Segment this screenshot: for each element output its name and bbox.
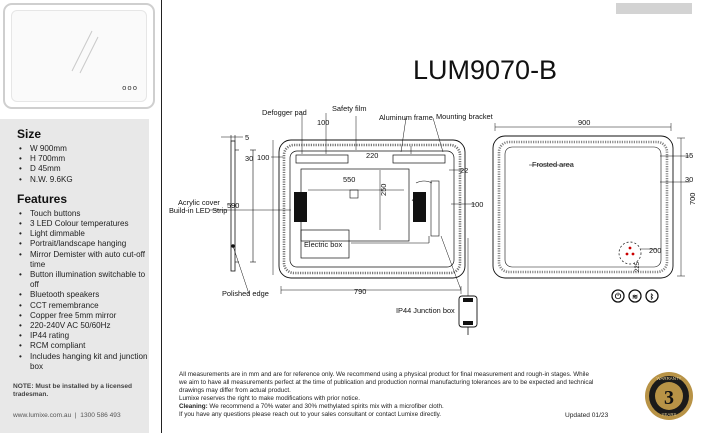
spec-item: D 45mm: [17, 164, 149, 174]
dim-700: 700: [688, 193, 697, 205]
spec-item: 220-240V AC 50/60Hz: [17, 321, 149, 331]
spec-item: Button illumination switchable to off: [17, 270, 149, 290]
spec-item: Mirror Demister with auto cut-off time: [17, 250, 149, 270]
disclaimer-rights: Lumixe reserves the right to make modifi…: [179, 395, 360, 403]
spec-item: 3 LED Colour temperatures: [17, 219, 149, 229]
dim-225: 225: [635, 261, 641, 272]
specs-panel: Size W 900mmH 700mmD 45mmN.W. 9.6KG Feat…: [0, 119, 149, 433]
dim-100-right: 100: [471, 200, 483, 209]
cleaning-line: Cleaning: We recommend a 70% water and 3…: [179, 403, 594, 411]
defog-icon: ≋: [632, 294, 638, 301]
label-mounting-bracket: Mounting bracket: [436, 112, 493, 121]
size-list: W 900mmH 700mmD 45mmN.W. 9.6KG: [17, 144, 149, 185]
spec-item: H 700mm: [17, 154, 149, 164]
spec-item: Bluetooth speakers: [17, 290, 149, 300]
label-junction-box: IP44 Junction box: [396, 306, 455, 315]
install-note: NOTE: Must be installed by a licensed tr…: [13, 383, 133, 399]
dim-590: 590: [227, 201, 239, 210]
disclaimer: All measurements are in mm and are for r…: [179, 371, 594, 420]
dim-22: 22: [460, 166, 468, 175]
touch-buttons-icon: ooo: [122, 84, 138, 92]
dim-100-top: 100: [317, 118, 329, 127]
warranty-seal-icon: 3 WARRANTY YEARS: [645, 372, 693, 420]
cleaning-label: Cleaning:: [179, 403, 208, 411]
spec-item: W 900mm: [17, 144, 149, 154]
spec-item: Touch buttons: [17, 209, 149, 219]
spec-item: N.W. 9.6KG: [17, 175, 149, 185]
touch-control-icons: ⏻ ≋ ᛒ: [611, 289, 659, 303]
label-aluminum-frame: Aluminum frame: [379, 113, 433, 122]
contact-line: If you have any questions please reach o…: [179, 411, 442, 419]
dim-900: 900: [578, 118, 590, 127]
label-electric-box: Electric box: [304, 240, 343, 249]
header-bar: [616, 3, 692, 14]
contact-footer: www.lumixe.com.au | 1300 586 493: [13, 412, 121, 419]
label-led-strip: Build-in LED Strip: [169, 206, 227, 215]
dim-250: 250: [379, 184, 388, 196]
dim-100-left: 100: [257, 153, 269, 162]
dim-30: 30: [245, 154, 253, 163]
warranty-top-text: WARRANTY: [657, 376, 682, 381]
junction-box-icon: [458, 295, 478, 335]
spec-item: Copper free 5mm mirror: [17, 311, 149, 321]
side-profile: [221, 135, 256, 295]
mirror-reflection-icon: [71, 30, 99, 74]
mirror-surface: ooo: [11, 10, 147, 102]
back-view: [492, 123, 690, 279]
label-acrylic-cover: Acrylic cover: [178, 198, 220, 207]
power-icon: ⏻: [615, 292, 622, 301]
disclaimer-main: All measurements are in mm and are for r…: [179, 371, 594, 395]
warranty-number: 3: [664, 387, 674, 409]
spec-item: RCM compliant: [17, 341, 149, 351]
spec-item: IP44 rating: [17, 331, 149, 341]
dim-15: 15: [685, 151, 693, 160]
front-view: [210, 113, 475, 296]
label-frosted-area: Frosted area: [532, 160, 575, 169]
label-safety-film: Safety film: [332, 104, 367, 113]
dim-550: 550: [343, 175, 355, 184]
spec-item: Portrait/landscape hanging: [17, 239, 149, 249]
technical-drawing: ⏻ ≋ ᛒ Defogger pad Safety film Aluminum …: [169, 104, 697, 335]
spec-item: CCT remembrance: [17, 301, 149, 311]
label-defogger: Defogger pad: [262, 108, 307, 117]
warranty-bottom-text: YEARS: [662, 412, 677, 417]
model-title: LUM9070-B: [413, 55, 558, 85]
label-polished-edge: Polished edge: [222, 289, 269, 298]
dim-790: 790: [354, 287, 366, 296]
dim-30-right: 30: [685, 175, 693, 184]
spec-item: Light dimmable: [17, 229, 149, 239]
features-list: Touch buttons3 LED Colour temperaturesLi…: [17, 209, 149, 372]
dim-200: 200: [649, 246, 661, 255]
spec-item: Includes hanging kit and junction box: [17, 352, 149, 372]
features-heading: Features: [17, 191, 68, 206]
dim-220: 220: [366, 151, 378, 160]
size-heading: Size: [17, 127, 42, 141]
product-thumbnail: ooo: [3, 3, 155, 109]
updated-date: Updated 01/23: [565, 412, 609, 419]
bluetooth-icon: ᛒ: [650, 293, 654, 301]
cleaning-text: We recommend a 70% water and 30% methyla…: [207, 403, 444, 411]
dim-5: 5: [245, 133, 249, 142]
drawing-frame: [161, 0, 720, 433]
